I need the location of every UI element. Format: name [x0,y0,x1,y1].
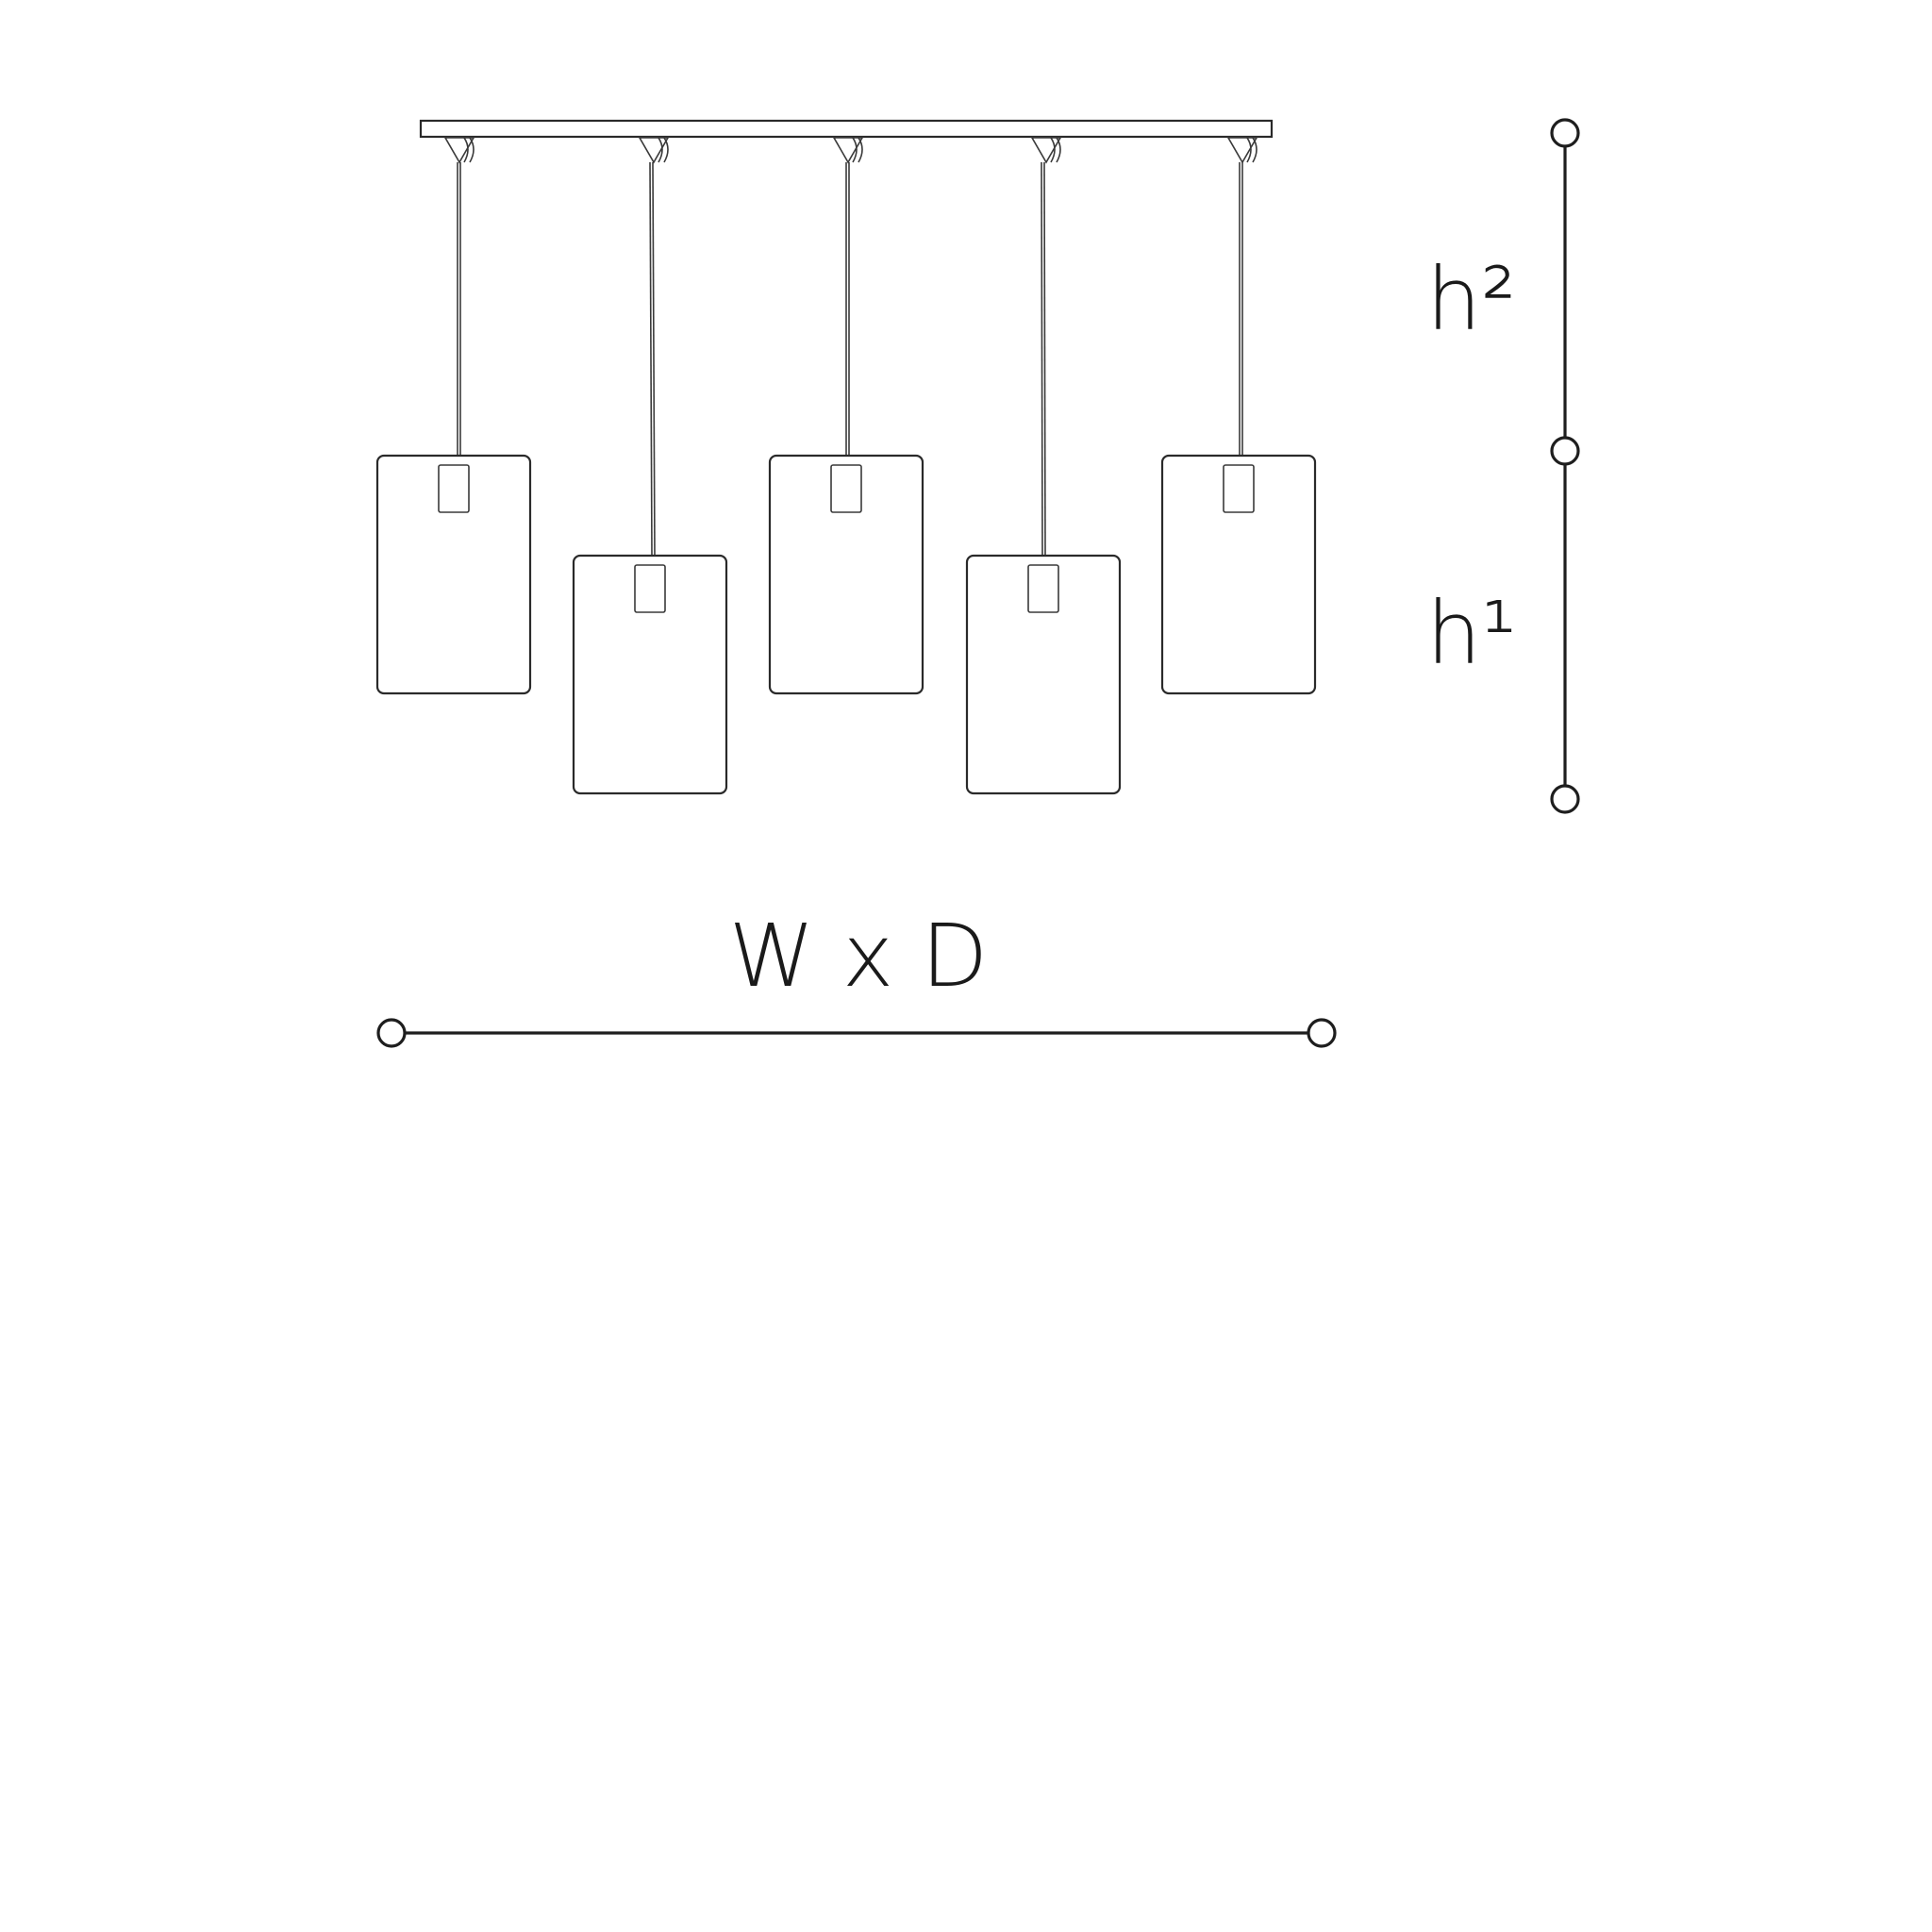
cable-mount-1 [443,137,475,164]
lamp-socket-4 [1027,564,1059,613]
cable-mount-5 [1226,137,1258,164]
height-bottom-node [1550,784,1580,814]
cable-mount-4 [1030,137,1062,164]
lamp-socket-3 [830,464,862,513]
lamp-socket-5 [1223,464,1255,513]
width-left-node [376,1018,407,1048]
lamp-shade-1 [375,454,532,695]
pendant-lamp-2 [572,137,728,795]
lamp-shade-2 [572,554,728,795]
lamp-shade-5 [1160,454,1317,695]
height-middle-node [1550,436,1580,466]
width-depth-label: W x D [729,906,989,1007]
height-dimension [1550,118,1580,814]
cable-mount-3 [832,137,864,164]
lamp-shade-3 [768,454,924,695]
pendant-lamp-1 [375,137,532,695]
ceiling-canopy [419,119,1274,139]
lamp-socket-2 [634,564,666,613]
suspension-cable-4 [1041,161,1043,557]
pendant-lamp-3 [768,137,924,695]
pendant-lamp-5 [1160,137,1317,695]
pendant-lamp-4 [965,137,1122,795]
lamp-socket-1 [438,464,470,513]
width-dimension [376,1018,1337,1048]
lamp-shade-4 [965,554,1122,795]
width-right-node [1307,1018,1337,1048]
suspension-cable-2 [649,161,653,557]
h2-label: h² [1426,249,1516,350]
cable-mount-2 [638,137,670,164]
h1-label: h¹ [1426,583,1516,684]
height-top-node [1550,118,1580,148]
